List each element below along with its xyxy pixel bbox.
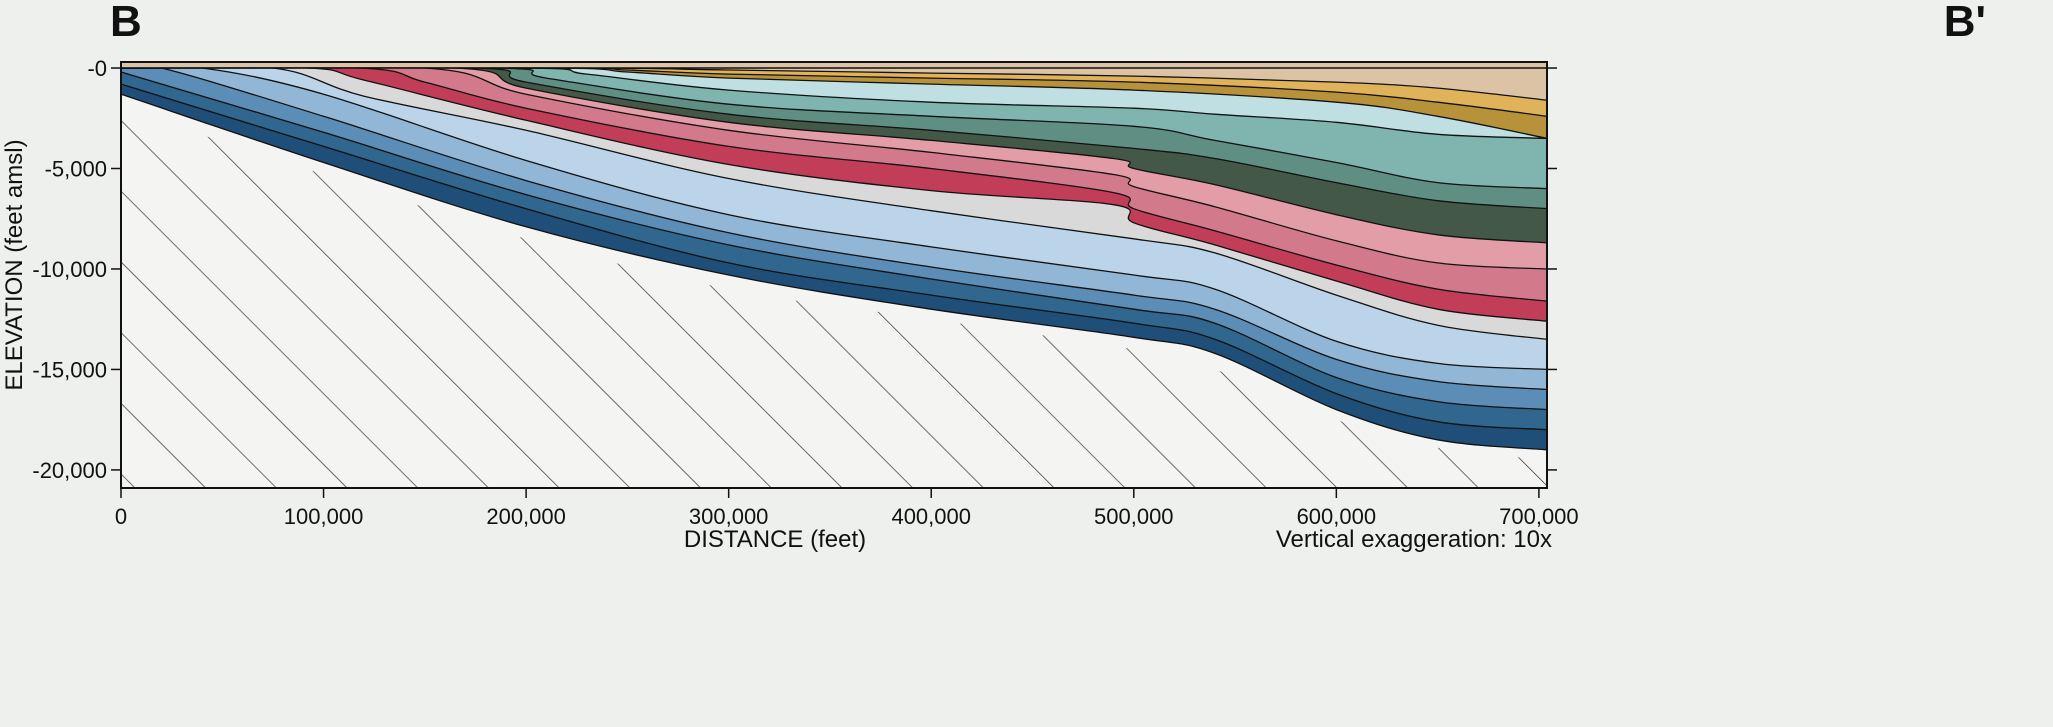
x-tick-label: 500,000	[1094, 504, 1174, 529]
y-tick-label: -15,000	[32, 357, 107, 382]
section-start-label: B	[110, 0, 142, 46]
y-tick-label: -10,000	[32, 257, 107, 282]
strata-layers	[121, 62, 1547, 451]
x-tick-label: 100,000	[284, 504, 364, 529]
x-axis-label: DISTANCE (feet)	[684, 526, 866, 553]
plot-area	[121, 62, 1547, 488]
x-tick-label: 300,000	[689, 504, 769, 529]
x-tick-label: 0	[115, 504, 127, 529]
x-tick-label: 700,000	[1499, 504, 1579, 529]
y-tick-label: -5,000	[45, 157, 107, 182]
x-tick-label: 400,000	[891, 504, 971, 529]
y-axis-label: ELEVATION (feet amsl)	[1, 139, 28, 390]
y-tick-label: -20,000	[32, 458, 107, 483]
y-axis: -0 -5,000 -10,000 -15,000 -20,000	[32, 56, 1557, 483]
x-axis: 0 100,000 200,000 300,000 400,000 500,000 600,…	[115, 488, 1579, 529]
x-tick-label: 200,000	[486, 504, 566, 529]
x-tick-label: 600,000	[1297, 504, 1377, 529]
section-end-label: B'	[1944, 0, 1986, 46]
plot-frame	[120, 61, 1548, 489]
vertical-exaggeration-note: Vertical exaggeration: 10x	[1276, 526, 1552, 553]
y-tick-label: -0	[87, 56, 107, 81]
basement-hatch	[121, 108, 1547, 488]
